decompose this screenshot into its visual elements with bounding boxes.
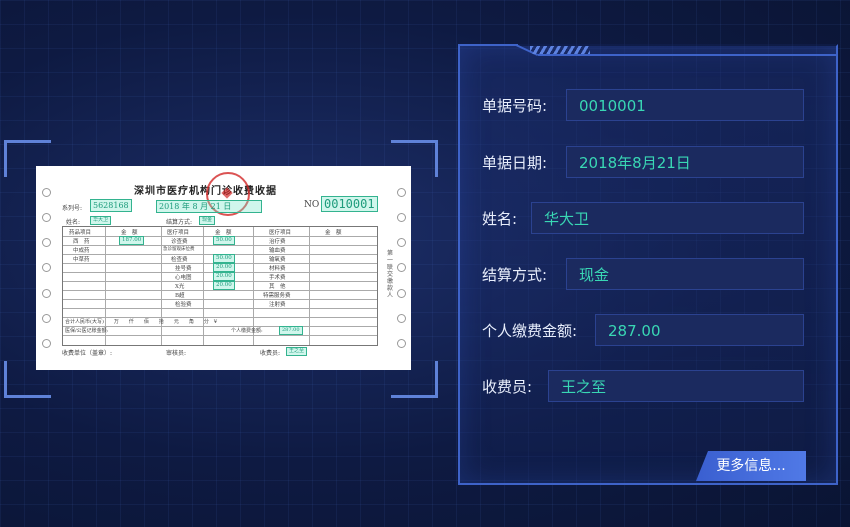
collector-value: 王之至 <box>286 347 308 356</box>
header-amount-1: 金 额 <box>121 230 138 236</box>
settle-value: 现金 <box>199 216 216 225</box>
settle-label: 结算方式: <box>166 219 193 226</box>
medical-item-2: 其 他 <box>269 284 286 290</box>
medical-item: 检查费 <box>171 257 188 263</box>
receipt-number-value[interactable]: 0010001 <box>566 89 804 121</box>
field-receipt-date: 单据日期: <box>482 145 547 179</box>
field-label: 个人缴费金额: <box>482 321 578 340</box>
insurance-label: 医保/公医记账金额: <box>65 328 109 334</box>
medical-item-2: 特需服务费 <box>263 293 291 299</box>
header-drug-item: 药品项目 <box>69 230 92 236</box>
frame-corner-bottom-left <box>4 361 51 398</box>
medical-item: 检验费 <box>175 302 192 308</box>
medical-item-2: 注射费 <box>269 302 286 308</box>
receipt-date-value[interactable]: 2018年8月21日 <box>566 146 804 178</box>
medical-amount: 50.00 <box>213 254 235 263</box>
medical-item: 急诊留观床位费 <box>163 247 195 252</box>
medical-item-2: 手术费 <box>269 275 286 281</box>
field-personal-payment: 个人缴费金额: <box>482 313 577 347</box>
header-medical-item-1: 医疗项目 <box>167 230 190 236</box>
collector-label: 收费员: <box>260 350 281 357</box>
copy-note: 第一联 交缴款人 <box>387 250 400 299</box>
field-label: 单据日期: <box>482 153 548 172</box>
medical-item-2: 输氧费 <box>269 257 286 263</box>
personal-payment-value[interactable]: 287.00 <box>595 314 804 346</box>
drug-item: 中草药 <box>73 257 90 263</box>
medical-item-2: 治疗费 <box>269 239 286 245</box>
name-label: 姓名: <box>66 219 81 226</box>
frame-corner-top-right <box>391 140 438 177</box>
no-label: NO <box>304 200 320 210</box>
field-collector: 收费员: <box>482 369 532 403</box>
medical-item: 心电图 <box>175 275 192 281</box>
receipt-image: 深圳市医疗机构门诊收费收据 系列号: 5628168 2018 年 8 月 21… <box>36 166 411 370</box>
field-label: 姓名: <box>482 209 518 228</box>
fee-table: 药品项目 金 额 医疗项目 金 额 医疗项目 金 额 西 药 中成药 中草药 1… <box>62 226 378 346</box>
reviewer-label: 审核员: <box>166 350 187 357</box>
medical-amount: 20.00 <box>213 263 235 272</box>
receipt-holes-right <box>397 188 406 348</box>
collector-value[interactable]: 王之至 <box>548 370 804 402</box>
name-value[interactable]: 华大卫 <box>531 202 804 234</box>
more-info-button[interactable]: 更多信息... <box>696 451 806 481</box>
receipt-holes-left <box>42 188 51 348</box>
field-label: 单据号码: <box>482 96 548 115</box>
panel-hatch-decoration <box>530 46 590 54</box>
receipt-title: 深圳市医疗机构门诊收费收据 <box>134 186 277 197</box>
medical-item: X光 <box>175 284 185 290</box>
field-name: 姓名: <box>482 201 517 235</box>
no-value: 0010001 <box>321 196 378 212</box>
personal-value: 287.00 <box>279 326 303 335</box>
name-value: 华大卫 <box>90 216 112 225</box>
medical-item: B超 <box>175 293 185 299</box>
field-label: 结算方式: <box>482 265 548 284</box>
frame-corner-bottom-right <box>391 361 438 398</box>
medical-amount: 20.00 <box>213 281 235 290</box>
scan-frame <box>4 140 438 398</box>
panel-top-border <box>458 44 836 64</box>
header-medical-item-2: 医疗项目 <box>269 230 292 236</box>
unit-label: 收费单位（盖章）: <box>62 350 113 357</box>
medical-amount: 20.00 <box>213 272 235 281</box>
field-label: 收费员: <box>482 377 533 396</box>
drug-amount: 187.00 <box>119 236 145 245</box>
field-receipt-number: 单据号码: <box>482 88 547 122</box>
medical-item: 挂号费 <box>175 266 192 272</box>
medical-item-2: 输血费 <box>269 248 286 254</box>
medical-item-2: 材料费 <box>269 266 286 272</box>
serial-value: 5628168 <box>90 199 132 212</box>
serial-label: 系列号: <box>62 205 83 212</box>
frame-corner-top-left <box>4 140 51 177</box>
settlement-value[interactable]: 现金 <box>566 258 804 290</box>
drug-item: 中成药 <box>73 248 90 254</box>
date-value: 2018 年 8 月 21 日 <box>156 200 262 213</box>
total-label: 合计人民币(大写) 万 仟 佰 拾 元 角 分 ¥ <box>65 319 218 325</box>
drug-item: 西 药 <box>73 239 90 245</box>
field-settlement: 结算方式: <box>482 257 547 291</box>
personal-label: 个人缴费金额: <box>231 328 263 334</box>
header-amount-2: 金 额 <box>215 230 232 236</box>
medical-item: 诊查费 <box>171 239 188 245</box>
medical-amount: 50.00 <box>213 236 235 245</box>
header-amount-3: 金 额 <box>325 230 342 236</box>
red-seal-stamp <box>206 172 250 216</box>
